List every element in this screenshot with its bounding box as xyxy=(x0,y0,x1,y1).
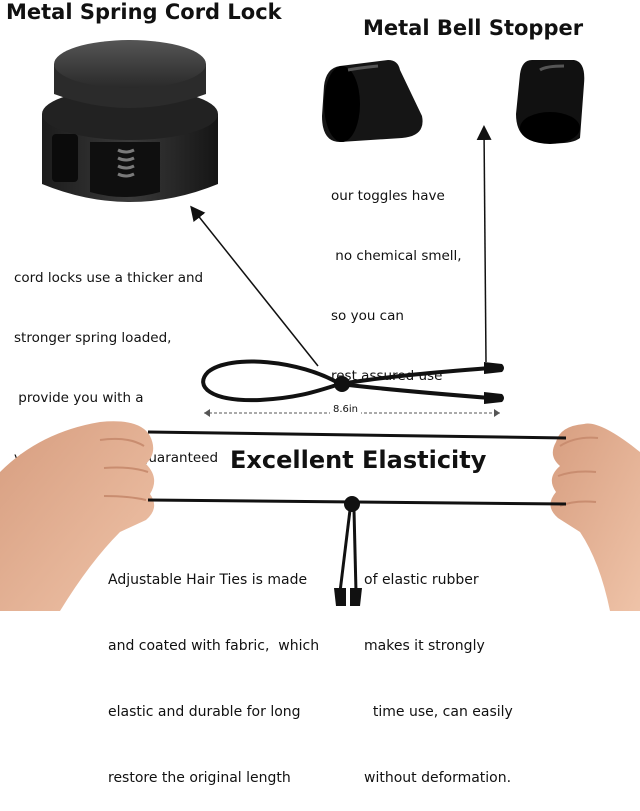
arrow-to-bell-stopper xyxy=(476,125,492,363)
note-line: our toggles have xyxy=(331,188,445,204)
text-line: of elastic rubber xyxy=(364,572,479,588)
elasticity-heading: Excellent Elasticity xyxy=(230,446,487,474)
note-line: no chemical smell, xyxy=(331,248,462,264)
hands-stretching-image xyxy=(0,421,640,611)
note-line: provide you with a xyxy=(14,390,144,406)
text-line: makes it strongly xyxy=(364,638,485,654)
note-line: so you can xyxy=(331,308,404,324)
text-line: without deformation. xyxy=(364,770,512,786)
text-line: time use, can easily xyxy=(364,704,513,720)
hair-tie-cord-image xyxy=(201,359,504,404)
bottom-text-right: of elastic rubber makes it strongly time… xyxy=(364,525,513,811)
arrow-to-cord-lock xyxy=(190,205,319,367)
bell-stopper-title: Metal Bell Stopper xyxy=(363,16,584,40)
note-line: cord locks use a thicker and xyxy=(14,270,204,286)
bottom-text-left: Adjustable Hair Ties is made and coated … xyxy=(108,525,319,811)
bell-stopper-image xyxy=(322,60,423,142)
text-line: elastic and durable for long xyxy=(108,704,301,720)
cord-lock-title: Metal Spring Cord Lock xyxy=(6,0,282,24)
text-line: Adjustable Hair Ties is made xyxy=(108,572,308,588)
bell-stopper-image xyxy=(516,60,585,144)
cord-lock-image xyxy=(42,40,218,202)
measurement-label: 8.6in xyxy=(330,404,362,415)
text-line: restore the original length xyxy=(108,770,291,786)
text-line: and coated with fabric, which xyxy=(108,638,320,654)
annotation-arrows xyxy=(190,125,492,367)
note-line: stronger spring loaded, xyxy=(14,330,172,346)
